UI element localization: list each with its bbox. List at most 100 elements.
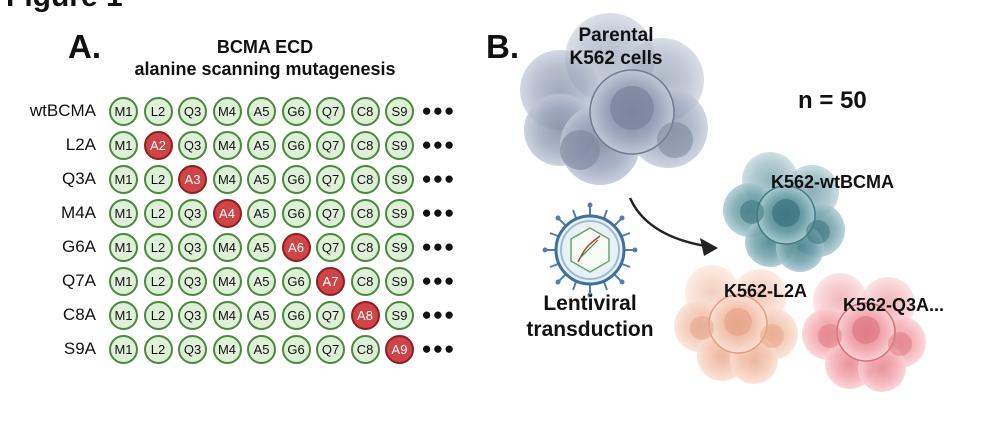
panel-b-letter: B. xyxy=(486,28,519,65)
residue: L2 xyxy=(143,301,173,330)
continuation-dots: ●●● xyxy=(421,339,456,358)
mutated-residue: A6 xyxy=(281,233,311,262)
residue: Q7 xyxy=(316,131,345,160)
continuation-dots: ●●● xyxy=(421,305,456,324)
mutated-residue: A7 xyxy=(316,267,345,296)
figure-title: Figure 1 xyxy=(6,0,123,14)
k562-q3a-label: K562-Q3A... xyxy=(843,295,945,315)
residue: L2 xyxy=(143,335,173,364)
residue: C8 xyxy=(350,335,380,364)
residue: M4 xyxy=(212,165,242,194)
residue: A5 xyxy=(247,131,276,160)
residue: C8 xyxy=(350,267,380,296)
mutated-residue: A8 xyxy=(350,301,380,330)
residue: M1 xyxy=(109,199,138,228)
residue: A5 xyxy=(247,199,276,228)
sample-size-label: n = 50 xyxy=(798,87,867,114)
mutated-residue: A9 xyxy=(385,335,414,364)
transduction-label-line2: transduction xyxy=(526,318,654,341)
residue: Q7 xyxy=(316,165,345,194)
residue: Q7 xyxy=(316,97,345,126)
residue: M1 xyxy=(109,335,138,364)
residue: A5 xyxy=(247,301,276,330)
residue: L2 xyxy=(143,199,173,228)
residue: M4 xyxy=(212,97,242,126)
residue: A5 xyxy=(247,97,276,126)
continuation-dots: ●●● xyxy=(421,135,456,154)
residue: M1 xyxy=(109,301,138,330)
row-label: S9A xyxy=(63,339,96,358)
row-label: M4A xyxy=(61,203,96,222)
k562-l2a-label: K562-L2A xyxy=(724,281,808,301)
lentivirus-icon xyxy=(542,202,638,298)
residue: Q7 xyxy=(316,199,345,228)
residue: S9 xyxy=(385,199,414,228)
residue: L2 xyxy=(143,165,173,194)
residue: G6 xyxy=(281,165,311,194)
parental-cell-cluster xyxy=(520,13,708,185)
continuation-dots: ●●● xyxy=(421,101,456,120)
residue: L2 xyxy=(143,97,173,126)
residue: M1 xyxy=(109,97,138,126)
continuation-dots: ●●● xyxy=(421,237,456,256)
residue: Q7 xyxy=(316,233,345,262)
residue: Q7 xyxy=(316,335,345,364)
residue: M4 xyxy=(212,233,242,262)
residue: G6 xyxy=(281,97,311,126)
residue: S9 xyxy=(385,97,414,126)
k562-wtbcma-label: K562-wtBCMA xyxy=(771,172,895,192)
residue: A5 xyxy=(247,233,276,262)
residue: C8 xyxy=(350,165,380,194)
k562-q3a-cell-cluster xyxy=(802,273,926,392)
residue: C8 xyxy=(350,233,380,262)
row-label: G6A xyxy=(61,237,96,256)
residue: S9 xyxy=(385,301,414,330)
residue: C8 xyxy=(350,199,380,228)
transduction-arrow xyxy=(628,197,718,256)
transduction-label: Lentiviral transduction xyxy=(508,291,672,343)
residue: Q3 xyxy=(178,335,207,364)
residue: M4 xyxy=(212,131,242,160)
panel-a-title-line1: BCMA ECD xyxy=(216,37,314,57)
residue: S9 xyxy=(385,131,414,160)
continuation-dots: ●●● xyxy=(421,203,456,222)
panel-a-letter: A. xyxy=(68,28,101,65)
residue: A5 xyxy=(247,267,276,296)
k562-l2a-cell-cluster xyxy=(674,265,798,384)
residue: M4 xyxy=(212,301,242,330)
row-label: C8A xyxy=(62,305,96,324)
panel-a-title-line2: alanine scanning mutagenesis xyxy=(134,59,396,79)
row-label: wtBCMA xyxy=(29,101,96,120)
panel-a-title: BCMA ECD alanine scanning mutagenesis xyxy=(100,36,430,80)
mutated-residue: A4 xyxy=(212,199,242,228)
mutated-residue: A2 xyxy=(143,131,173,160)
row-label: L2A xyxy=(65,135,96,154)
residue: M1 xyxy=(109,233,138,262)
residue: M4 xyxy=(212,335,242,364)
residue: M4 xyxy=(212,267,242,296)
residue: A5 xyxy=(247,335,276,364)
row-label: Q7A xyxy=(61,271,96,290)
residue: G6 xyxy=(281,301,311,330)
residue: G6 xyxy=(281,267,311,296)
k562-wtbcma-cell-cluster xyxy=(723,152,845,272)
residue: S9 xyxy=(385,165,414,194)
residue: Q3 xyxy=(178,131,207,160)
residue: Q7 xyxy=(316,301,345,330)
residue: L2 xyxy=(143,267,173,296)
residue: Q3 xyxy=(178,233,207,262)
residue: M1 xyxy=(109,165,138,194)
residue: Q3 xyxy=(178,267,207,296)
continuation-dots: ●●● xyxy=(421,169,456,188)
row-label: Q3A xyxy=(61,169,96,188)
residue: M1 xyxy=(109,131,138,160)
residue: G6 xyxy=(281,335,311,364)
mutated-residue: A3 xyxy=(178,165,207,194)
parental-label: Parental K562 cells xyxy=(548,24,684,70)
continuation-dots: ●●● xyxy=(421,271,456,290)
residue: M1 xyxy=(109,267,138,296)
residue: G6 xyxy=(281,131,311,160)
residue: S9 xyxy=(385,233,414,262)
residue: Q3 xyxy=(178,301,207,330)
transduction-label-line1: Lentiviral xyxy=(543,292,637,315)
